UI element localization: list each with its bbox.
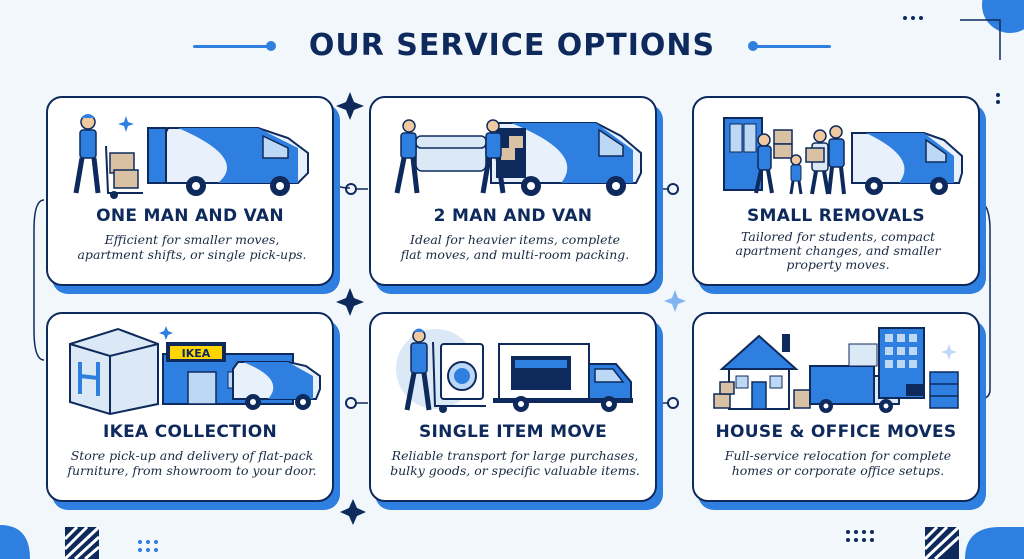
service-card-ikea-collection[interactable]: IKEA IKEA COLLECTION Store pick-up and d… bbox=[46, 312, 334, 502]
title-dot-right bbox=[748, 41, 758, 51]
service-description: Efficient for smaller moves, apartment s… bbox=[62, 232, 322, 262]
service-title: SINGLE ITEM MOVE bbox=[419, 422, 607, 442]
family-boxes-van-icon bbox=[723, 117, 963, 195]
service-card-2-man-and-van[interactable]: 2 MAN AND VAN Ideal for heavier items, c… bbox=[369, 96, 657, 286]
description-line: flat moves, and multi-room packing. bbox=[400, 247, 630, 262]
description-line: furniture, from showroom to your door. bbox=[67, 463, 317, 478]
service-card-single-item-move[interactable]: SINGLE ITEM MOVE Reliable transport for … bbox=[369, 312, 657, 502]
description-line: Ideal for heavier items, complete bbox=[410, 232, 620, 247]
service-description: Store pick-up and delivery of flat-pack … bbox=[54, 448, 330, 478]
service-title: 2 MAN AND VAN bbox=[433, 206, 593, 226]
service-description: Ideal for heavier items, complete flat m… bbox=[385, 232, 645, 262]
ikea-sign: IKEA bbox=[182, 347, 211, 360]
house-office-truck-icon bbox=[713, 327, 959, 413]
service-title: IKEA COLLECTION bbox=[103, 422, 277, 442]
service-card-house-office-moves[interactable]: HOUSE & OFFICE MOVES Full-service reloca… bbox=[692, 312, 980, 502]
description-line: Tailored for students, compact bbox=[741, 229, 935, 244]
description-line: apartment changes, and smaller bbox=[735, 243, 941, 258]
service-title: HOUSE & OFFICE MOVES bbox=[715, 422, 957, 442]
description-line: Store pick-up and delivery of flat-pack bbox=[70, 448, 314, 463]
title-dot-left bbox=[266, 41, 276, 51]
title-line-right bbox=[756, 45, 831, 48]
two-movers-sofa-van-icon bbox=[394, 119, 642, 196]
washing-machine-truck-icon bbox=[396, 328, 633, 413]
service-description: Tailored for students, compact apartment… bbox=[708, 230, 968, 272]
description-line: Full-service relocation for complete bbox=[724, 448, 952, 463]
description-line: homes or corporate office setups. bbox=[731, 463, 945, 478]
service-card-small-removals[interactable]: SMALL REMOVALS Tailored for students, co… bbox=[692, 96, 980, 286]
service-title: SMALL REMOVALS bbox=[747, 206, 925, 226]
description-line: apartment shifts, or single pick-ups. bbox=[77, 247, 307, 262]
service-description: Full-service relocation for complete hom… bbox=[708, 448, 968, 478]
service-title: ONE MAN AND VAN bbox=[96, 206, 284, 226]
van-with-mover-icon bbox=[73, 114, 309, 199]
service-card-one-man-and-van[interactable]: ONE MAN AND VAN Efficient for smaller mo… bbox=[46, 96, 334, 286]
ikea-store-van-icon: IKEA bbox=[69, 326, 321, 416]
service-description: Reliable transport for large purchases, … bbox=[377, 448, 653, 478]
description-line: property moves. bbox=[786, 257, 890, 272]
description-line: Efficient for smaller moves, bbox=[104, 232, 280, 247]
title-line-left bbox=[193, 45, 268, 48]
page-title: OUR SERVICE OPTIONS bbox=[308, 28, 716, 63]
description-line: Reliable transport for large purchases, bbox=[391, 448, 639, 463]
description-line: bulky goods, or specific valuable items. bbox=[390, 463, 640, 478]
